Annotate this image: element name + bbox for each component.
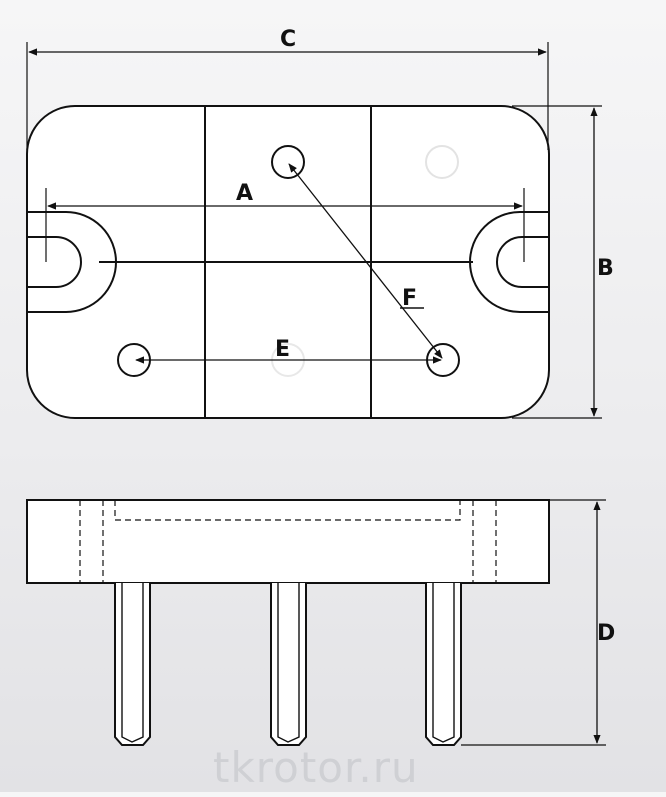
- side-view-body: [26, 499, 550, 584]
- watermark: tkrotor.ru: [213, 743, 419, 792]
- dimension-c: [26, 42, 549, 150]
- dimension-label-b: B: [597, 256, 614, 281]
- side-view: D: [26, 499, 615, 746]
- pin-left: [114, 583, 151, 746]
- hidden-lines: [79, 500, 497, 583]
- top-view: C B A E F: [26, 27, 614, 419]
- dimension-label-c: C: [280, 27, 296, 52]
- left-mounting-slot: [27, 211, 117, 313]
- dimension-a: [45, 188, 525, 262]
- dimension-b: [512, 105, 602, 419]
- right-mounting-slot: [469, 211, 549, 313]
- pin-right: [425, 583, 462, 746]
- pin-center: [270, 583, 307, 746]
- hole-top-center: [271, 145, 305, 179]
- dimension-label-d: D: [597, 621, 615, 646]
- dimension-d: [461, 499, 606, 746]
- dimension-label-a: A: [236, 181, 253, 206]
- dimension-label-e: E: [275, 337, 290, 362]
- dimension-f: [288, 163, 443, 359]
- dimension-label-f: F: [402, 286, 417, 311]
